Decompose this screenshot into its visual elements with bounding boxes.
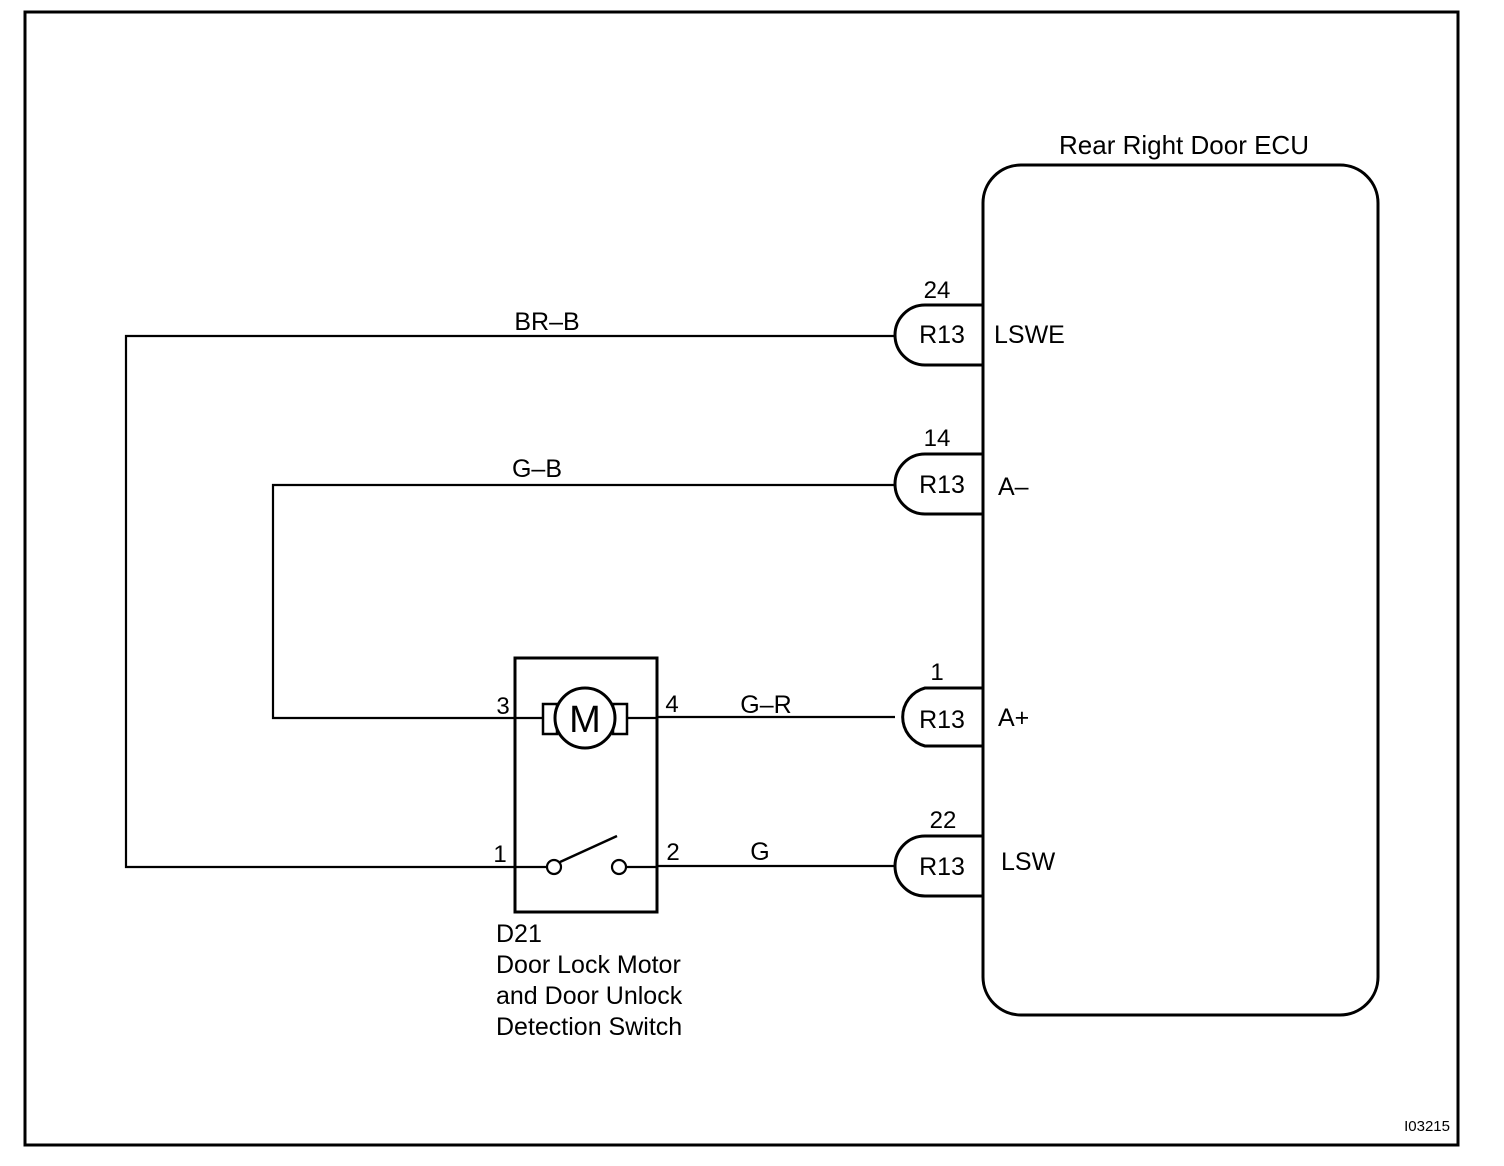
terminal-label-lswe: LSWE	[994, 321, 1065, 349]
component-name-line-2: and Door Unlock	[496, 982, 683, 1010]
component-id: D21	[496, 920, 542, 948]
pin-number-1: 1	[930, 659, 943, 686]
component-name-line-1: Door Lock Motor	[496, 951, 681, 979]
wire-g-b	[271, 483, 895, 720]
wire-label-g: G	[750, 838, 769, 866]
connector-outline-14	[893, 452, 983, 516]
ecu-title: Rear Right Door ECU	[1059, 130, 1309, 160]
wire-label-g-r: G–R	[740, 691, 791, 719]
connector-outline-1	[901, 686, 983, 748]
ecu-pin-22: 22 R13 LSW	[893, 807, 1056, 898]
diagram-frame	[23, 10, 1460, 1147]
pin-number-22: 22	[930, 807, 957, 834]
motor-icon: M	[515, 686, 657, 750]
d21-pin-3: 3	[496, 693, 509, 720]
wire-label-br-b: BR–B	[514, 308, 579, 336]
d21-component-box	[513, 656, 659, 914]
d21-pin-2: 2	[666, 839, 679, 866]
component-name-line-3: Detection Switch	[496, 1013, 682, 1041]
switch-icon	[515, 834, 657, 876]
terminal-label-a-minus: A–	[998, 473, 1029, 501]
ecu-pin-24: 24 R13 LSWE	[893, 277, 1065, 367]
terminal-label-a-plus: A+	[998, 704, 1029, 732]
motor-letter: M	[569, 699, 601, 741]
connector-label-14: R13	[919, 471, 965, 499]
pin-number-14: 14	[924, 425, 951, 452]
terminal-label-lsw: LSW	[1001, 848, 1056, 876]
connector-outline-24	[893, 303, 983, 367]
connector-outline-22	[893, 834, 983, 898]
d21-pin-4: 4	[665, 691, 678, 718]
figure-code: I03215	[1404, 1118, 1450, 1135]
d21-pin-1: 1	[493, 841, 506, 868]
connector-label-24: R13	[919, 321, 965, 349]
ecu-pin-1: 1 R13 A+	[901, 659, 1029, 748]
ecu-pin-14: 14 R13 A–	[893, 425, 1029, 516]
wire-label-g-b: G–B	[512, 455, 562, 483]
connector-label-1: R13	[919, 706, 965, 734]
wire-br-b	[124, 334, 895, 869]
pin-number-24: 24	[924, 277, 951, 304]
ecu-block	[981, 163, 1380, 1017]
connector-label-22: R13	[919, 853, 965, 881]
